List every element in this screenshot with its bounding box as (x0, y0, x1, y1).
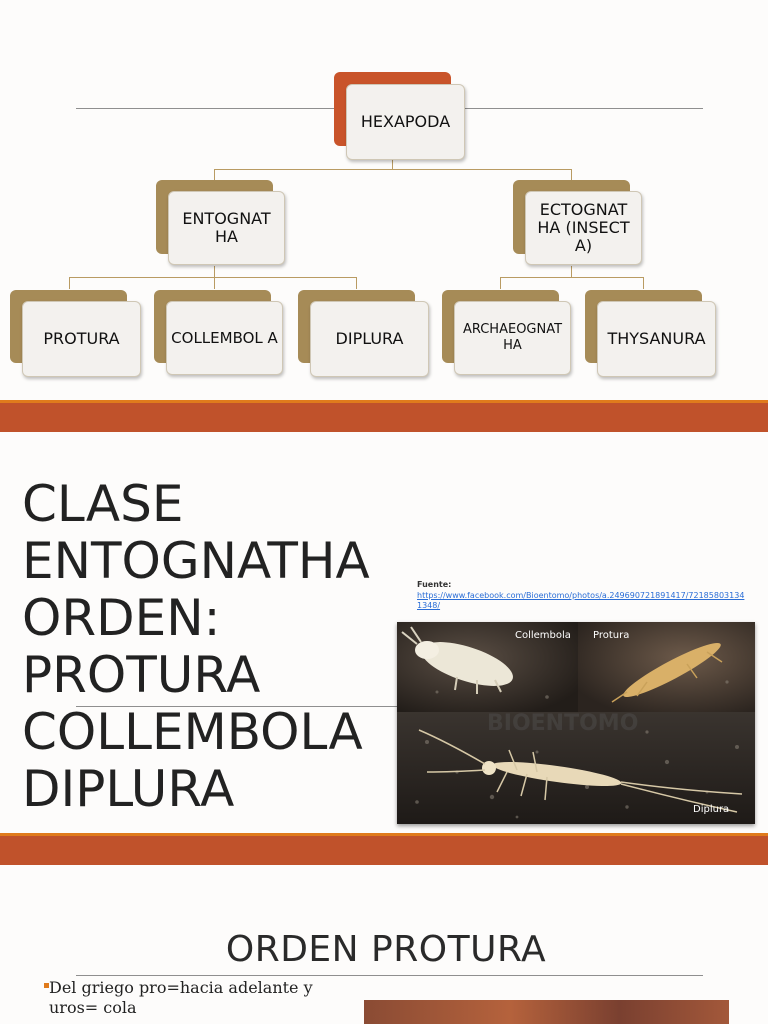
connector (643, 277, 644, 289)
title-line: ENTOGNATHA (22, 532, 370, 590)
protura-photo (364, 1000, 729, 1024)
photo-label-diplura: Diplura (693, 804, 729, 815)
root-node-hexapoda: HEXAPODA (346, 84, 465, 160)
insects-photo-graphic: BIOENTOMO Collembola Protura Diplura (397, 622, 755, 824)
slide2-title-rule (76, 706, 703, 707)
title-line: CLASE (22, 475, 184, 533)
photo-label-protura: Protura (593, 630, 629, 641)
connector (500, 277, 643, 278)
slide-separator (0, 403, 768, 432)
connector (356, 277, 357, 289)
node-entognatha: ENTOGNAT HA (168, 191, 285, 265)
connector (500, 277, 501, 289)
connector (392, 158, 393, 170)
title-line: PROTURA (22, 646, 261, 704)
connector (571, 266, 572, 277)
slide-separator-accent (0, 400, 768, 403)
slide2-title: CLASE ENTOGNATHA ORDEN: PROTURA COLLEMBO… (22, 476, 422, 818)
slide3-title: ORDEN PROTURA (225, 929, 547, 970)
connector (571, 169, 572, 181)
title-line: ORDEN: (22, 589, 221, 647)
connector (69, 277, 70, 289)
diplura-figure (418, 729, 743, 813)
slide-separator (0, 836, 768, 865)
node-diplura: DIPLURA (310, 301, 429, 377)
connector (214, 277, 215, 289)
node-ectognatha: ECTOGNAT HA (INSECTA) (525, 191, 642, 265)
title-line: DIPLURA (22, 760, 235, 818)
source-link[interactable]: https://www.facebook.com/Bioentomo/photo… (417, 591, 745, 610)
bullet-marker (44, 983, 49, 988)
node-archaeognatha: ARCHAEOGNAT HA (454, 301, 571, 375)
connector (69, 277, 356, 278)
title-line: COLLEMBOLA (22, 703, 363, 761)
connector (214, 169, 215, 181)
insects-photo: BIOENTOMO Collembola Protura Diplura (397, 622, 755, 824)
protura-figure (611, 642, 723, 703)
slide-separator-accent (0, 833, 768, 836)
photo-watermark: BIOENTOMO (487, 711, 638, 736)
node-thysanura: THYSANURA (597, 301, 716, 377)
bullet-text: Del griego pro=hacia adelante y uros= co… (49, 978, 313, 1017)
photo-label-collembola: Collembola (515, 630, 571, 641)
node-protura: PROTURA (22, 301, 141, 377)
slide3-title-rule (76, 975, 703, 976)
source-label: Fuente: (417, 580, 452, 589)
node-collembola: COLLEMBOL A (166, 301, 283, 375)
connector (214, 266, 215, 277)
connector (214, 169, 571, 170)
collembola-figure (401, 626, 513, 694)
